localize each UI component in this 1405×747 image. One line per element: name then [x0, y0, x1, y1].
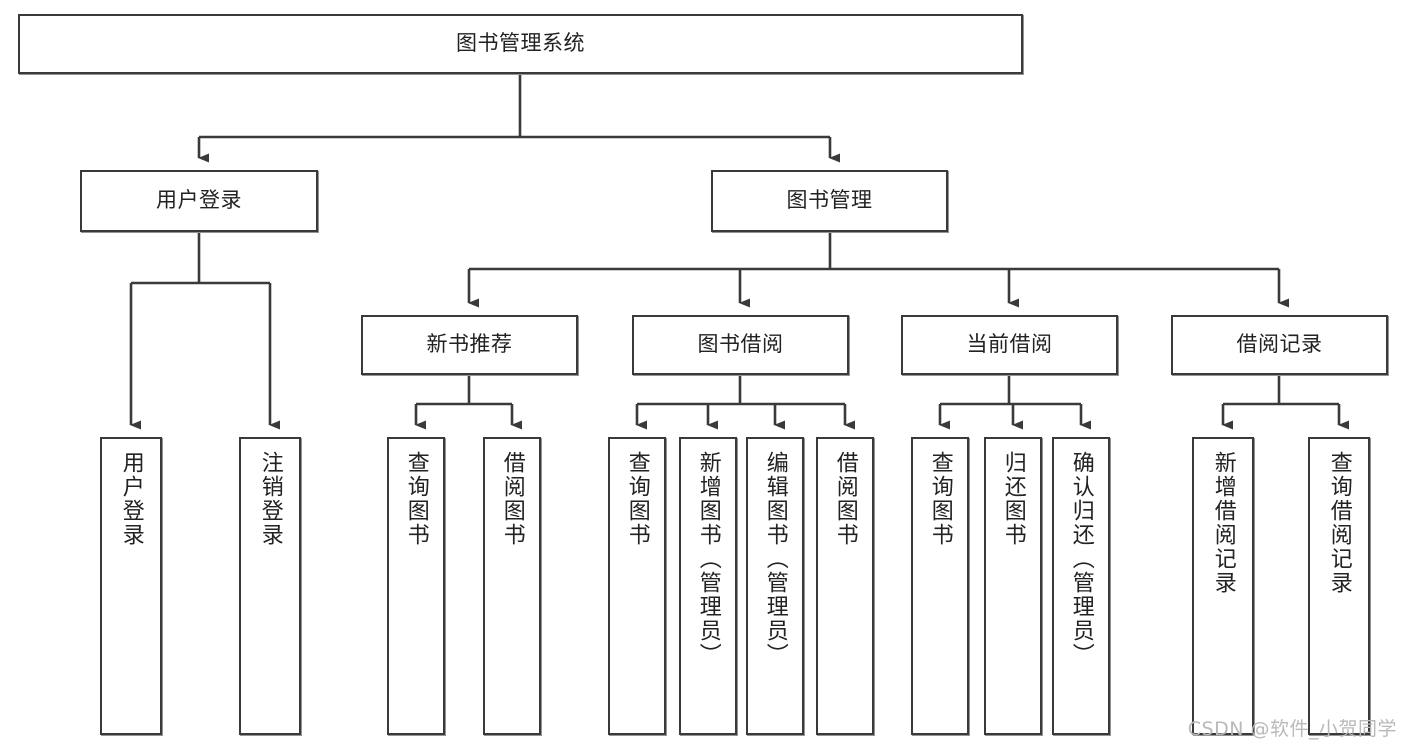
node-leaf-confirm-return[interactable]: 确认归还（管理员） — [1052, 437, 1110, 735]
node-borrow-record[interactable]: 借阅记录 — [1171, 315, 1388, 375]
node-leaf-query-book-3[interactable]: 查询图书 — [911, 437, 969, 735]
node-leaf-query-book-1-label: 查询图书 — [403, 451, 429, 547]
node-book-manage-label: 图书管理 — [786, 188, 873, 213]
node-user-login-label: 用户登录 — [156, 188, 242, 213]
node-leaf-query-book-2-label: 查询图书 — [624, 451, 650, 547]
node-new-book-recommend[interactable]: 新书推荐 — [361, 315, 578, 375]
node-current-borrow[interactable]: 当前借阅 — [901, 315, 1118, 375]
node-leaf-add-book[interactable]: 新增图书（管理员） — [679, 437, 737, 735]
node-leaf-edit-book[interactable]: 编辑图书（管理员） — [746, 437, 804, 735]
node-leaf-user-login[interactable]: 用户登录 — [100, 437, 162, 735]
node-leaf-query-borrow-record-label: 查询借阅记录 — [1326, 451, 1352, 595]
node-borrow-record-label: 借阅记录 — [1236, 332, 1323, 357]
node-leaf-return-book[interactable]: 归还图书 — [984, 437, 1042, 735]
node-leaf-borrow-book-2[interactable]: 借阅图书 — [816, 437, 874, 735]
watermark-text: CSDN @软件_小贺同学 — [1187, 718, 1397, 740]
node-leaf-add-borrow-record-label: 新增借阅记录 — [1210, 451, 1236, 595]
node-leaf-add-book-label: 新增图书（管理员） — [695, 451, 721, 667]
node-book-borrow-label: 图书借阅 — [697, 332, 784, 357]
node-leaf-confirm-return-label: 确认归还（管理员） — [1068, 451, 1094, 667]
node-leaf-return-book-label: 归还图书 — [1000, 451, 1026, 547]
node-root[interactable]: 图书管理系统 — [18, 14, 1023, 74]
node-leaf-query-book-3-label: 查询图书 — [927, 451, 953, 547]
node-leaf-add-borrow-record[interactable]: 新增借阅记录 — [1192, 437, 1254, 735]
node-leaf-user-logout-label: 注销登录 — [257, 451, 283, 547]
node-book-manage[interactable]: 图书管理 — [711, 170, 948, 232]
node-new-book-recommend-label: 新书推荐 — [426, 332, 513, 357]
node-current-borrow-label: 当前借阅 — [966, 332, 1053, 357]
node-leaf-query-book-1[interactable]: 查询图书 — [387, 437, 445, 735]
node-leaf-borrow-book-1-label: 借阅图书 — [499, 451, 525, 547]
node-leaf-edit-book-label: 编辑图书（管理员） — [762, 451, 788, 667]
node-leaf-query-borrow-record[interactable]: 查询借阅记录 — [1308, 437, 1370, 735]
node-book-borrow[interactable]: 图书借阅 — [632, 315, 849, 375]
node-user-login[interactable]: 用户登录 — [80, 170, 318, 232]
node-leaf-borrow-book-2-label: 借阅图书 — [832, 451, 858, 547]
node-leaf-query-book-2[interactable]: 查询图书 — [608, 437, 666, 735]
node-leaf-user-logout[interactable]: 注销登录 — [239, 437, 301, 735]
node-leaf-user-login-label: 用户登录 — [118, 451, 144, 547]
node-leaf-borrow-book-1[interactable]: 借阅图书 — [483, 437, 541, 735]
node-root-label: 图书管理系统 — [456, 31, 585, 56]
